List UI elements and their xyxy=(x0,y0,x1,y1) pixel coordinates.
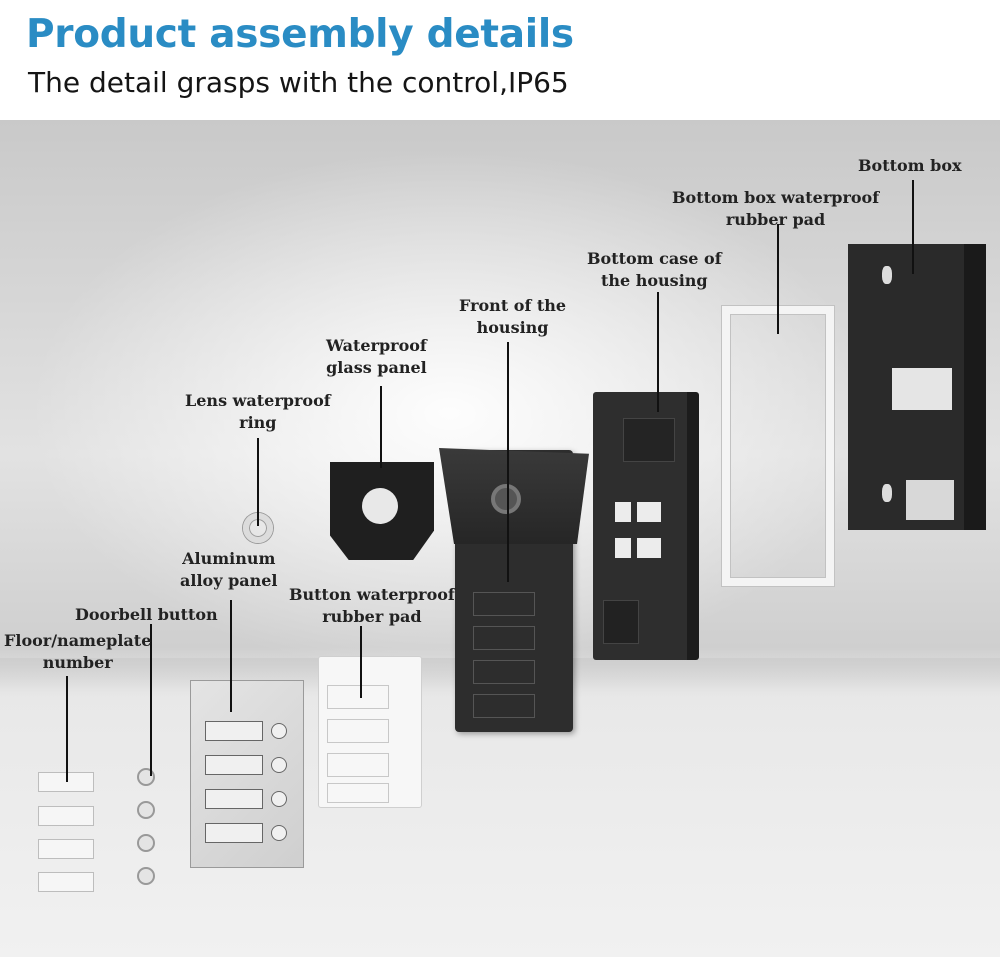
aluminum-slot-4 xyxy=(205,823,263,843)
leader-doorbell xyxy=(150,624,152,776)
label-lens-ring: Lens waterproof ring xyxy=(185,390,331,434)
label-button-pad-line2: rubber pad xyxy=(322,607,422,626)
label-aluminum-panel: Aluminum alloy panel xyxy=(180,548,278,592)
leader-front-housing xyxy=(507,342,509,582)
nameplate-2 xyxy=(38,806,94,826)
aluminum-hole-1 xyxy=(271,723,287,739)
doorbell-button-4 xyxy=(137,867,155,885)
bottom-box-rubber-pad xyxy=(722,306,834,586)
bottom-box-cutout xyxy=(906,480,954,520)
label-nameplate: Floor/nameplate number xyxy=(4,630,151,674)
label-doorbell-button: Doorbell button xyxy=(75,605,218,624)
label-glass-panel-line2: glass panel xyxy=(326,358,427,377)
label-front-housing-line2: housing xyxy=(476,318,549,337)
label-lens-ring-line1: Lens waterproof xyxy=(185,391,331,410)
label-bottom-box-pad-line2: rubber pad xyxy=(725,210,826,229)
bottom-case xyxy=(593,392,699,660)
bottom-box-keyhole-top xyxy=(882,266,892,284)
aluminum-hole-2 xyxy=(271,757,287,773)
label-bottom-box-pad-line1: Bottom box waterproof xyxy=(672,188,880,207)
bottom-box-keyhole-bottom xyxy=(882,484,892,502)
label-aluminum-panel-line1: Aluminum xyxy=(182,549,276,568)
label-aluminum-panel-line2: alloy panel xyxy=(180,571,278,590)
rubber-pad-key-2 xyxy=(327,719,389,743)
aluminum-alloy-panel xyxy=(190,680,304,868)
label-bottom-box: Bottom box xyxy=(858,156,962,175)
label-front-housing: Front of the housing xyxy=(459,295,566,339)
bottom-case-window-4 xyxy=(637,538,661,558)
label-nameplate-line1: Floor/nameplate xyxy=(4,631,152,650)
rubber-pad-key-1 xyxy=(327,685,389,709)
nameplate-4 xyxy=(38,872,94,892)
camera-lens-icon xyxy=(491,484,521,514)
leader-button-pad xyxy=(360,626,362,698)
glass-panel-lens-hole xyxy=(362,488,398,524)
aluminum-slot-3 xyxy=(205,789,263,809)
page-subtitle: The detail grasps with the control,IP65 xyxy=(28,66,569,99)
leader-nameplate xyxy=(66,676,68,782)
aluminum-slot-1 xyxy=(205,721,263,741)
housing-button-3 xyxy=(473,660,535,684)
front-housing xyxy=(439,448,589,732)
doorbell-button-3 xyxy=(137,834,155,852)
header: Product assembly details The detail gras… xyxy=(0,0,1000,120)
label-button-pad-line1: Button waterproof xyxy=(289,585,455,604)
aluminum-hole-3 xyxy=(271,791,287,807)
bottom-case-block xyxy=(623,418,675,462)
bottom-box xyxy=(848,244,986,530)
leader-aluminum-panel xyxy=(230,600,232,712)
housing-button-2 xyxy=(473,626,535,650)
housing-button-4 xyxy=(473,694,535,718)
aluminum-slot-2 xyxy=(205,755,263,775)
label-front-housing-line1: Front of the xyxy=(459,296,567,315)
label-nameplate-line2: number xyxy=(42,653,113,672)
doorbell-button-2 xyxy=(137,801,155,819)
rubber-pad-key-4 xyxy=(327,783,389,803)
waterproof-glass-panel xyxy=(330,462,434,560)
page-title: Product assembly details xyxy=(26,12,574,57)
assembly-diagram: Bottom box Bottom box waterproof rubber … xyxy=(0,120,1000,957)
label-button-pad: Button waterproof rubber pad xyxy=(289,584,455,628)
bottom-case-window-3 xyxy=(615,538,631,558)
label-glass-panel-line1: Waterproof xyxy=(326,336,427,355)
bottom-case-window-1 xyxy=(615,502,631,522)
aluminum-hole-4 xyxy=(271,825,287,841)
leader-lens-ring xyxy=(257,438,259,526)
label-bottom-case: Bottom case of the housing xyxy=(587,248,722,292)
label-bottom-case-line1: Bottom case of xyxy=(587,249,722,268)
bottom-case-window-2 xyxy=(637,502,661,522)
nameplate-3 xyxy=(38,839,94,859)
leader-bottom-box-pad xyxy=(777,224,779,334)
housing-button-1 xyxy=(473,592,535,616)
doorbell-button-1 xyxy=(137,768,155,786)
bottom-case-socket xyxy=(603,600,639,644)
leader-glass-panel xyxy=(380,386,382,468)
label-bottom-case-line2: the housing xyxy=(600,271,708,290)
leader-bottom-box xyxy=(912,180,914,274)
label-glass-panel: Waterproof glass panel xyxy=(326,335,427,379)
rubber-pad-key-3 xyxy=(327,753,389,777)
label-bottom-box-pad: Bottom box waterproof rubber pad xyxy=(672,187,879,231)
label-lens-ring-line2: ring xyxy=(239,413,277,432)
button-rubber-pad xyxy=(318,656,422,808)
leader-bottom-case xyxy=(657,292,659,412)
bottom-box-window xyxy=(892,368,952,410)
